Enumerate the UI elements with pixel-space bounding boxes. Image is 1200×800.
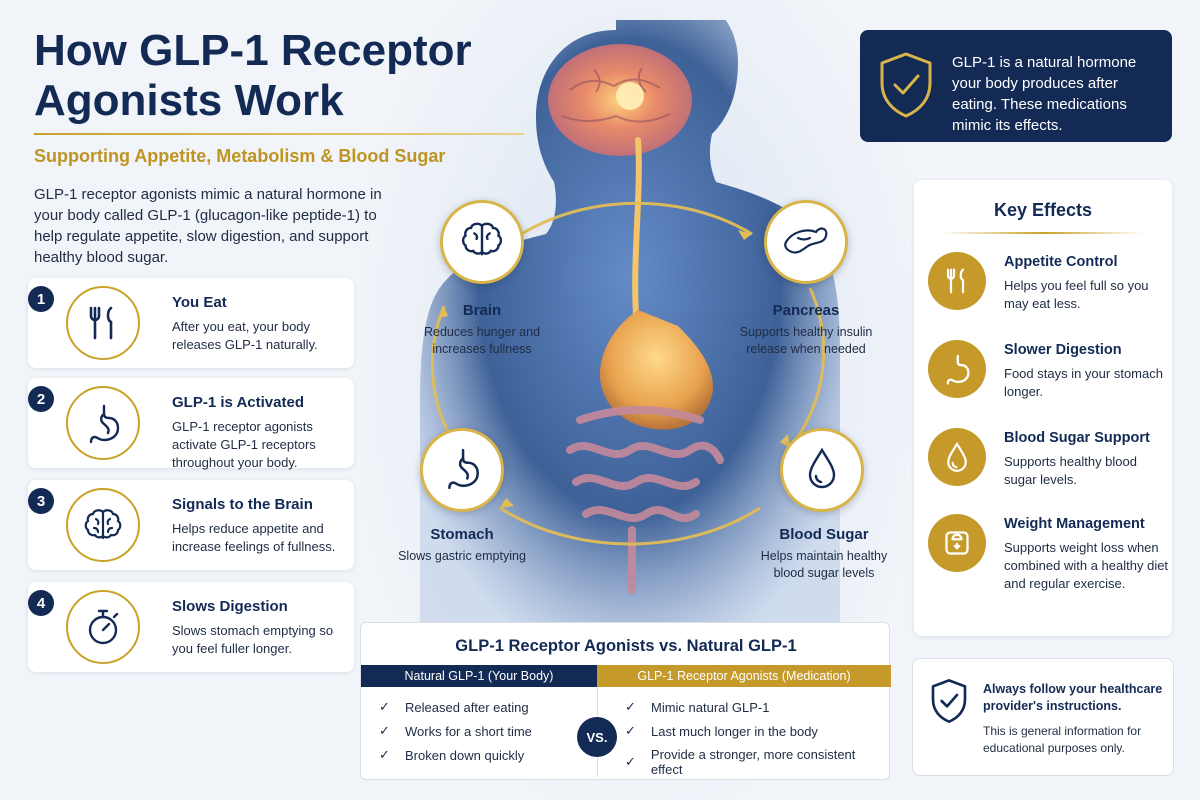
- page-title: How GLP-1 Receptor Agonists Work: [34, 26, 472, 125]
- cycle-node-brain: [440, 200, 524, 284]
- effect-title: Appetite Control: [1004, 254, 1118, 270]
- comparison-left-item: ✓ Released after eating: [379, 699, 529, 715]
- vs-badge: VS.: [577, 717, 617, 757]
- effect-description: Food stays in your stomach longer.: [1004, 366, 1163, 399]
- step-number: 4: [28, 590, 54, 616]
- brain-icon: [459, 217, 505, 268]
- step-description: After you eat, your body releases GLP-1 …: [172, 319, 318, 352]
- cycle-stomach-title: Stomach: [430, 526, 494, 543]
- step-number: 1: [28, 286, 54, 312]
- info-note: GLP-1 is a natural hormone your body pro…: [860, 30, 1172, 142]
- shield-check-icon: [929, 677, 969, 730]
- step-title: Signals to the Brain: [172, 496, 313, 513]
- comparison-left-item: ✓ Works for a short time: [379, 723, 532, 739]
- blood-drop-icon: [805, 446, 839, 495]
- effect-title: Blood Sugar Support: [1004, 430, 1150, 446]
- step-card-3: 3 Signals to the Brain Helps reduce appe…: [28, 480, 354, 570]
- step-title: You Eat: [172, 294, 227, 311]
- human-body-illustration: [420, 20, 840, 640]
- step-card-1: 1 You Eat After you eat, your body relea…: [28, 278, 354, 368]
- fork-knife-icon: [66, 286, 140, 360]
- title-divider: [34, 133, 524, 135]
- check-icon: ✓: [379, 723, 390, 738]
- cycle-node-blood-sugar: [780, 428, 864, 512]
- key-effects-divider: [942, 232, 1144, 234]
- stopwatch-icon: [66, 590, 140, 664]
- comparison-left-header: Natural GLP-1 (Your Body): [361, 665, 597, 687]
- cycle-blood-sugar-description: Helps maintain healthy blood sugar level…: [760, 549, 888, 580]
- comparison-left-item: ✓ Broken down quickly: [379, 747, 525, 763]
- cycle-stomach-description: Slows gastric emptying: [398, 549, 526, 563]
- check-icon: ✓: [625, 754, 636, 769]
- disclaimer-text: This is general information for educatio…: [983, 724, 1142, 755]
- check-icon: ✓: [625, 699, 636, 714]
- effect-item-blood-sugar: Blood Sugar Support Supports healthy blo…: [928, 428, 1168, 508]
- comparison-panel: GLP-1 Receptor Agonists vs. Natural GLP-…: [360, 622, 891, 780]
- effect-description: Helps you feel full so you may eat less.: [1004, 278, 1149, 311]
- brain-icon: [66, 488, 140, 562]
- key-effects-heading: Key Effects: [993, 200, 1093, 220]
- cycle-blood-sugar-title: Blood Sugar: [779, 526, 869, 543]
- cycle-pancreas-title: Pancreas: [772, 302, 840, 319]
- step-number: 3: [28, 488, 54, 514]
- effect-title: Weight Management: [1004, 516, 1145, 532]
- info-note-text: GLP-1 is a natural hormone your body pro…: [952, 54, 1137, 134]
- effect-item-weight: Weight Management Supports weight loss w…: [928, 514, 1168, 614]
- key-effects-panel: Key Effects Appetite Control Helps you f…: [914, 180, 1172, 636]
- step-description: GLP-1 receptor agonists activate GLP-1 r…: [172, 419, 316, 470]
- scale-icon: [928, 514, 986, 572]
- stomach-icon: [928, 340, 986, 398]
- cycle-brain-title: Brain: [462, 302, 502, 319]
- blood-drop-icon: [928, 428, 986, 486]
- step-number: 2: [28, 386, 54, 412]
- step-card-2: 2 GLP-1 is Activated GLP-1 receptor agon…: [28, 378, 354, 470]
- shield-check-icon: [876, 50, 936, 125]
- step-title: GLP-1 is Activated: [172, 394, 304, 411]
- disclaimer-bold-text: Always follow your healthcare provider's…: [983, 682, 1163, 713]
- step-description: Helps reduce appetite and increase feeli…: [172, 521, 336, 554]
- stomach-icon: [66, 386, 140, 460]
- page-subtitle: Supporting Appetite, Metabolism & Blood …: [34, 146, 446, 166]
- comparison-right-item: ✓ Last much longer in the body: [625, 723, 818, 739]
- step-title: Slows Digestion: [172, 598, 288, 615]
- check-icon: ✓: [379, 747, 390, 762]
- comparison-right-header: GLP-1 Receptor Agonists (Medication): [597, 665, 891, 687]
- check-icon: ✓: [379, 699, 390, 714]
- comparison-title: GLP-1 Receptor Agonists vs. Natural GLP-…: [455, 637, 797, 655]
- step-description: Slows stomach emptying so you feel fulle…: [172, 623, 334, 656]
- cycle-node-pancreas: [764, 200, 848, 284]
- step-card-4: 4 Slows Digestion Slows stomach emptying…: [28, 582, 354, 672]
- comparison-right-item: ✓ Provide a stronger, more consistent ef…: [625, 747, 856, 777]
- intro-paragraph: GLP-1 receptor agonists mimic a natural …: [34, 186, 382, 266]
- comparison-right-item: ✓ Mimic natural GLP-1: [625, 699, 770, 715]
- fork-knife-icon: [928, 252, 986, 310]
- disclaimer-panel: Always follow your healthcare provider's…: [912, 658, 1174, 776]
- pancreas-icon: [782, 220, 830, 265]
- effect-description: Supports healthy blood sugar levels.: [1004, 454, 1137, 487]
- stomach-icon: [440, 446, 484, 495]
- cycle-node-stomach: [420, 428, 504, 512]
- effect-item-appetite: Appetite Control Helps you feel full so …: [928, 252, 1168, 332]
- check-icon: ✓: [625, 723, 636, 738]
- effect-description: Supports weight loss when combined with …: [1004, 540, 1169, 591]
- effect-title: Slower Digestion: [1004, 342, 1122, 358]
- cycle-brain-description: Reduces hunger and increases fullness: [423, 325, 541, 356]
- cycle-pancreas-description: Supports healthy insulin release when ne…: [739, 325, 873, 356]
- effect-item-digestion: Slower Digestion Food stays in your stom…: [928, 340, 1168, 420]
